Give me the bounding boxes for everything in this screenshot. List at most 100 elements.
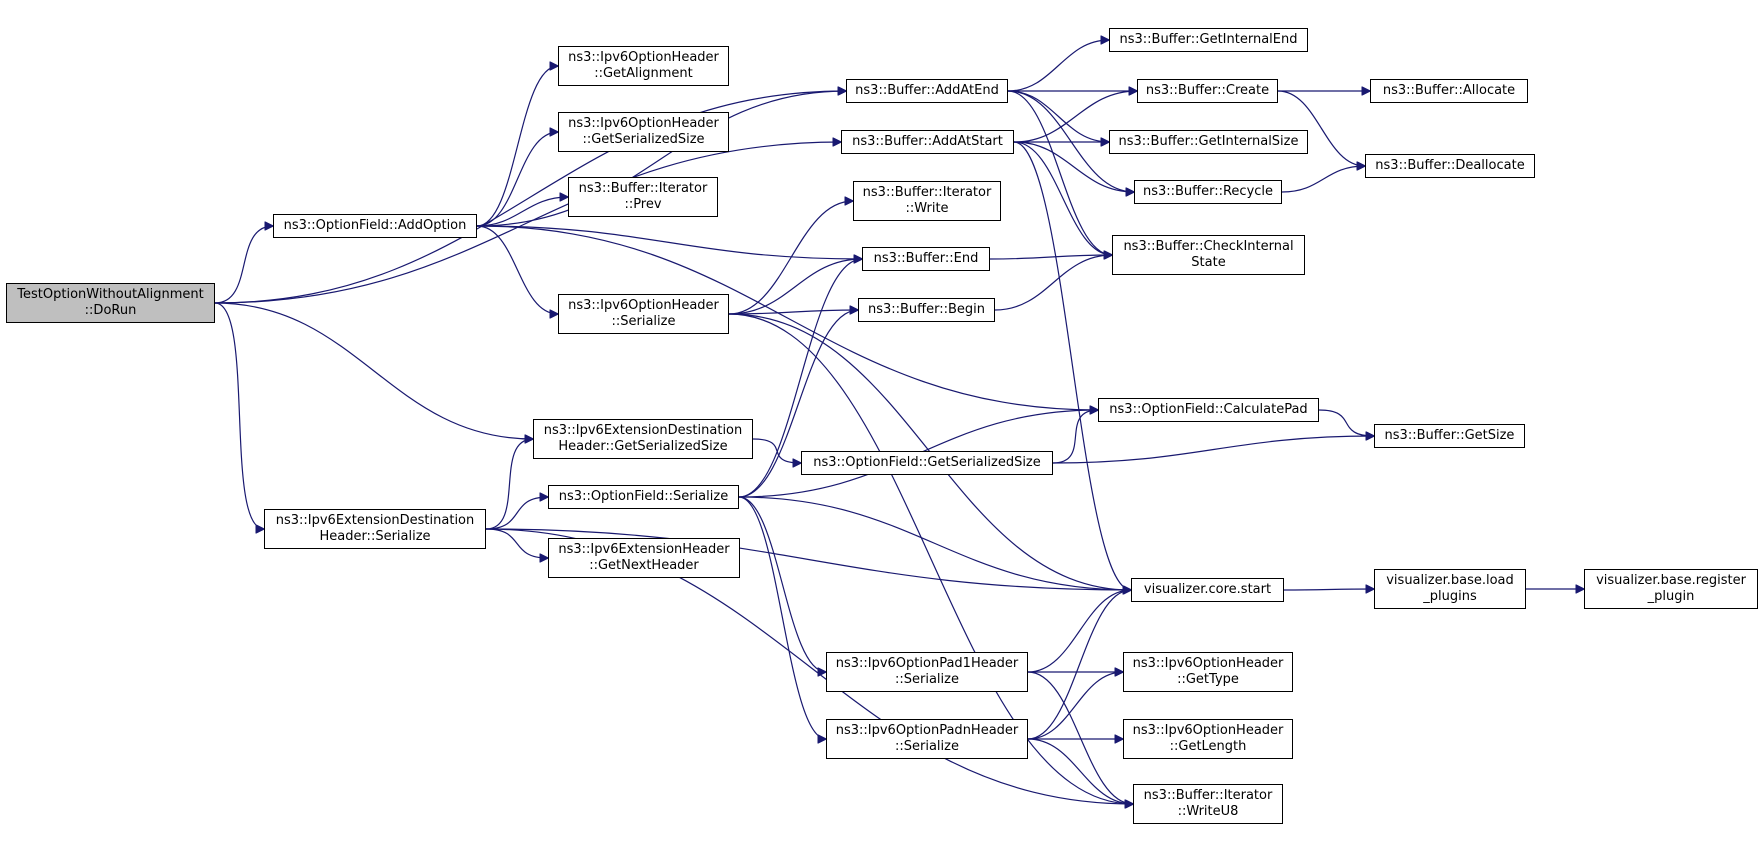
node-ipv6-option-padn-header-serialize[interactable]: ns3::Ipv6OptionPadnHeader ::Serialize xyxy=(826,719,1028,759)
node-buffer-get-internal-end[interactable]: ns3::Buffer::GetInternalEnd xyxy=(1109,28,1308,52)
node-ipv6-option-header-get-length[interactable]: ns3::Ipv6OptionHeader ::GetLength xyxy=(1123,719,1293,759)
node-ipv6-extension-destination-header-get-serialized-size[interactable]: ns3::Ipv6ExtensionDestination Header::Ge… xyxy=(533,419,753,459)
node-label-line: ns3::OptionField::CalculatePad xyxy=(1109,402,1308,417)
node-label-line: ns3::Ipv6OptionHeader xyxy=(568,50,719,65)
edge-oh_serialize-to-buf_end xyxy=(728,259,862,315)
edge-buf_begin-to-check_internal_state xyxy=(994,255,1112,311)
edge-root-to-addoption xyxy=(214,226,273,304)
node-visualizer-base-register-plugin[interactable]: visualizer.base.register _plugin xyxy=(1584,569,1758,609)
node-ipv6-option-header-serialize[interactable]: ns3::Ipv6OptionHeader ::Serialize xyxy=(558,294,729,334)
node-label-line: ns3::Buffer::GetInternalSize xyxy=(1118,134,1299,149)
edge-oh_serialize-to-iter_write_u8 xyxy=(728,313,1133,804)
node-buffer-deallocate[interactable]: ns3::Buffer::Deallocate xyxy=(1365,154,1535,178)
edge-addoption-to-iter_prev xyxy=(476,197,568,227)
edge-root-to-add_at_end xyxy=(214,91,846,304)
edge-root-to-ext_get_serialized_size xyxy=(214,302,533,439)
edge-root-to-add_at_start xyxy=(214,142,841,304)
node-optionfield-calculate-pad[interactable]: ns3::OptionField::CalculatePad xyxy=(1098,398,1319,422)
node-optionfield-get-serialized-size[interactable]: ns3::OptionField::GetSerializedSize xyxy=(801,451,1053,475)
node-optionfield-addoption[interactable]: ns3::OptionField::AddOption xyxy=(273,214,477,238)
node-label-line: ns3::Buffer::Iterator xyxy=(578,181,708,196)
node-visualizer-core-start[interactable]: visualizer.core.start xyxy=(1131,578,1284,602)
node-label-line: ns3::Buffer::Deallocate xyxy=(1375,158,1525,173)
node-label-line: ns3::Buffer::End xyxy=(873,251,979,266)
edge-pad1_serialize-to-iter_write_u8 xyxy=(1027,671,1133,804)
node-label-line: ::Serialize xyxy=(895,672,959,687)
edge-ext_serialize-to-get_next_header xyxy=(485,528,548,558)
node-label-line: _plugins xyxy=(1423,589,1477,604)
node-buffer-begin[interactable]: ns3::Buffer::Begin xyxy=(858,298,995,322)
graph-edges xyxy=(214,40,1584,804)
node-buffer-allocate[interactable]: ns3::Buffer::Allocate xyxy=(1370,79,1528,103)
node-buffer-add-at-end[interactable]: ns3::Buffer::AddAtEnd xyxy=(846,79,1008,103)
node-label-line: ns3::OptionField::GetSerializedSize xyxy=(813,455,1041,470)
node-label-line: ns3::Ipv6OptionHeader xyxy=(1132,656,1284,671)
node-label-line: ::Serialize xyxy=(611,314,676,329)
edge-ext_serialize-to-vis_core_start xyxy=(485,528,1131,590)
edge-padn_serialize-to-oh_get_type xyxy=(1027,672,1123,740)
node-label-line: ::GetSerializedSize xyxy=(582,132,705,147)
node-label-line: ns3::Buffer::Allocate xyxy=(1382,83,1516,98)
edge-of_serialize-to-padn_serialize xyxy=(738,496,826,739)
node-label-line: ns3::OptionField::Serialize xyxy=(558,489,729,504)
node-visualizer-base-load-plugins[interactable]: visualizer.base.load _plugins xyxy=(1374,569,1526,609)
node-buffer-iterator-write[interactable]: ns3::Buffer::Iterator ::Write xyxy=(853,181,1001,221)
node-buffer-get-internal-size[interactable]: ns3::Buffer::GetInternalSize xyxy=(1109,130,1308,154)
node-ipv6-extension-header-get-next-header[interactable]: ns3::Ipv6ExtensionHeader ::GetNextHeader xyxy=(548,538,740,578)
edge-ext_serialize-to-of_serialize xyxy=(485,497,548,530)
node-label-line: ::GetNextHeader xyxy=(589,558,699,573)
edge-of_serialize-to-buf_begin xyxy=(738,310,858,498)
edge-add_at_end-to-get_internal_size xyxy=(1007,90,1109,142)
edge-add_at_start-to-check_internal_state xyxy=(1013,141,1112,255)
node-label-line: ns3::OptionField::AddOption xyxy=(283,218,467,233)
edge-addoption-to-oh_serialize xyxy=(476,225,558,314)
node-buffer-iterator-write-u8[interactable]: ns3::Buffer::Iterator ::WriteU8 xyxy=(1133,784,1283,824)
edge-buf_create-to-buf_deallocate xyxy=(1277,90,1365,166)
node-ipv6-extension-destination-header-serialize[interactable]: ns3::Ipv6ExtensionDestination Header::Se… xyxy=(264,509,486,549)
node-label-line: ::GetLength xyxy=(1169,739,1247,754)
node-label-line: visualizer.base.register xyxy=(1596,573,1746,588)
node-buffer-recycle[interactable]: ns3::Buffer::Recycle xyxy=(1134,180,1282,204)
edge-add_at_start-to-buf_recycle xyxy=(1013,141,1134,192)
node-label-line: visualizer.base.load xyxy=(1386,573,1514,588)
edge-of_serialize-to-buf_end xyxy=(738,259,862,498)
node-buffer-iterator-prev[interactable]: ns3::Buffer::Iterator ::Prev xyxy=(568,177,718,217)
node-label-line: ns3::Ipv6ExtensionDestination xyxy=(543,423,743,438)
node-ipv6-option-pad1-header-serialize[interactable]: ns3::Ipv6OptionPad1Header ::Serialize xyxy=(826,652,1028,692)
node-buffer-add-at-start[interactable]: ns3::Buffer::AddAtStart xyxy=(841,130,1014,154)
edge-add_at_start-to-buf_create xyxy=(1013,91,1137,143)
edge-ext_serialize-to-ext_get_serialized_size xyxy=(485,439,533,530)
edge-of_get_serialized_size-to-buf_get_size xyxy=(1052,436,1374,464)
node-label-line: ns3::Buffer::Iterator xyxy=(1143,788,1273,803)
node-buffer-get-size[interactable]: ns3::Buffer::GetSize xyxy=(1374,424,1525,448)
node-buffer-end[interactable]: ns3::Buffer::End xyxy=(862,247,990,271)
edge-of_serialize-to-vis_core_start xyxy=(738,496,1131,590)
node-label-line: ::DoRun xyxy=(84,303,137,318)
edge-of_get_serialized_size-to-calculate_pad xyxy=(1052,410,1098,464)
edge-buf_end-to-check_internal_state xyxy=(989,255,1112,260)
node-label-line: _plugin xyxy=(1647,589,1695,604)
edge-root-to-ext_serialize xyxy=(214,302,264,529)
edge-of_serialize-to-pad1_serialize xyxy=(738,496,826,672)
node-ipv6-option-header-get-serialized-size[interactable]: ns3::Ipv6OptionHeader ::GetSerializedSiz… xyxy=(558,112,729,152)
node-label-line: ns3::Ipv6OptionHeader xyxy=(568,116,719,131)
node-label-line: ns3::Buffer::Iterator xyxy=(862,185,992,200)
edge-add_at_end-to-check_internal_state xyxy=(1007,90,1112,255)
node-ipv6-option-header-get-alignment[interactable]: ns3::Ipv6OptionHeader ::GetAlignment xyxy=(558,46,729,86)
edge-padn_serialize-to-iter_write_u8 xyxy=(1027,738,1133,804)
node-buffer-check-internal-state[interactable]: ns3::Buffer::CheckInternal State xyxy=(1112,235,1305,275)
edge-add_at_end-to-get_internal_end xyxy=(1007,40,1109,92)
node-optionfield-serialize[interactable]: ns3::OptionField::Serialize xyxy=(548,485,739,509)
node-label-line: ns3::Ipv6OptionHeader xyxy=(568,298,719,313)
node-ipv6-option-header-get-type[interactable]: ns3::Ipv6OptionHeader ::GetType xyxy=(1123,652,1293,692)
node-label-line: ns3::Ipv6OptionHeader xyxy=(1132,723,1284,738)
node-label-line: TestOptionWithoutAlignment xyxy=(17,287,204,302)
node-label-line: ns3::Buffer::Recycle xyxy=(1142,184,1274,199)
edge-addoption-to-get_serialized_size_oh xyxy=(476,132,558,227)
node-label-line: ::Serialize xyxy=(895,739,959,754)
node-label-line: visualizer.core.start xyxy=(1143,582,1272,597)
node-label-line: ns3::Buffer::AddAtStart xyxy=(852,134,1003,149)
node-buffer-create[interactable]: ns3::Buffer::Create xyxy=(1137,79,1278,103)
node-label-line: Header::GetSerializedSize xyxy=(558,439,728,454)
